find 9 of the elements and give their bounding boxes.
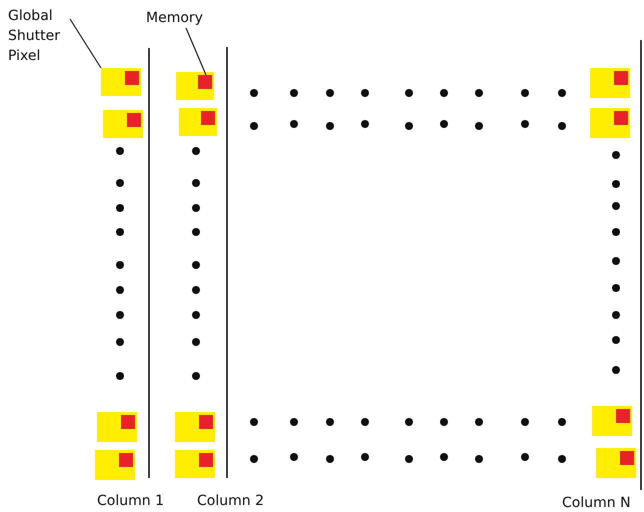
memory-square [198, 75, 212, 89]
leader-line [70, 18, 102, 68]
pixel-drawing [101, 68, 141, 96]
callout-label: Memory [146, 8, 203, 28]
column-label: Column 2 [197, 492, 264, 511]
callout-label: Global Shutter Pixel [8, 6, 70, 66]
column-label: Column 1 [97, 492, 164, 511]
column-label: Column N [562, 494, 631, 512]
leader-line [186, 28, 206, 76]
